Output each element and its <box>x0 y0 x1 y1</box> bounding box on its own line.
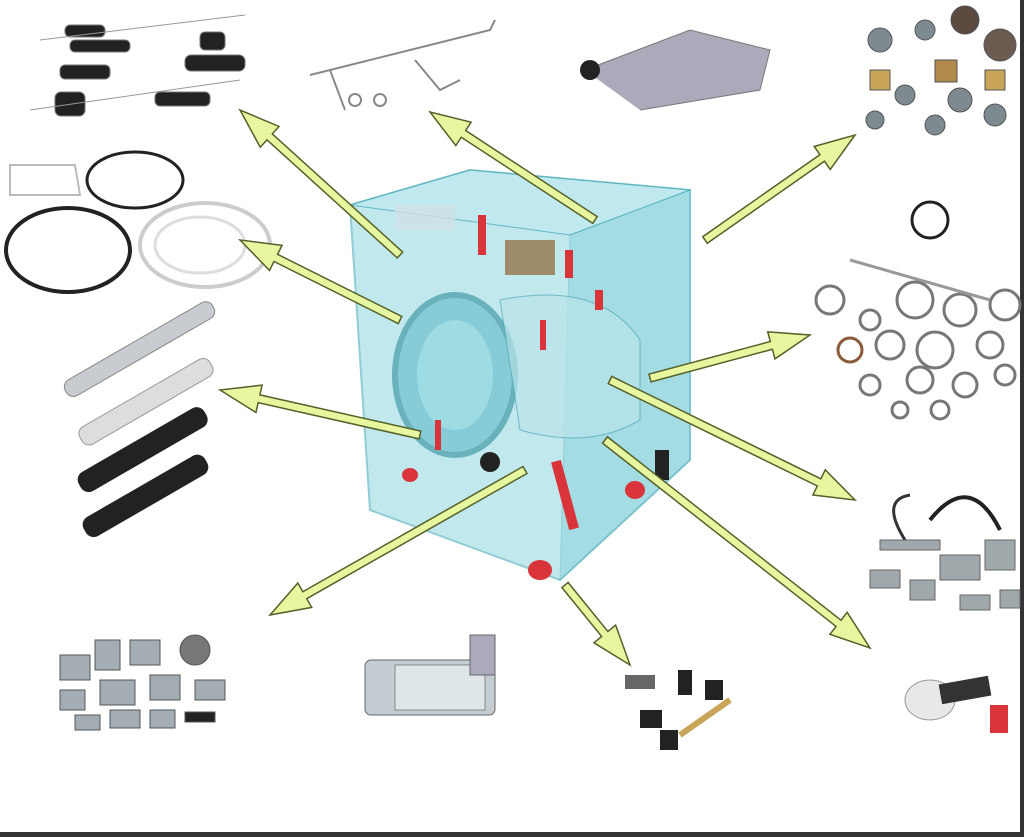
hinges-brackets <box>59 634 226 731</box>
tension-springs <box>29 14 246 117</box>
belts-rings <box>4 150 272 294</box>
door-hinge <box>364 634 496 716</box>
red-parts <box>402 215 645 580</box>
counterweight <box>505 240 555 275</box>
arrow-to-wire-rods <box>428 110 599 225</box>
pump <box>655 450 669 480</box>
door-glass <box>417 320 493 430</box>
adjustable-feet <box>625 670 732 750</box>
arrow-to-adjustable-feet <box>560 581 632 667</box>
motor-part <box>480 452 500 472</box>
wire-rods <box>309 19 496 111</box>
arrow-to-hose-clamps <box>648 331 813 383</box>
arrow-to-shock-absorbers <box>217 384 422 440</box>
arrow-to-bearing-assembly <box>601 435 872 650</box>
arrow-to-fasteners-nuts <box>701 133 857 245</box>
brackets-clips <box>869 493 1021 611</box>
bearing-assembly <box>904 675 1008 733</box>
control-panel <box>395 205 455 230</box>
arrow-to-hinges-brackets <box>268 465 528 617</box>
arrows <box>217 108 872 667</box>
hose-clamps <box>814 200 1022 421</box>
drum <box>499 294 641 439</box>
shock-absorbers <box>63 301 216 538</box>
washing-machine-cutaway <box>348 168 691 582</box>
arrow-to-belts-rings <box>237 238 403 325</box>
door-lock-lever <box>580 29 771 111</box>
arrow-to-brackets-clips <box>607 375 858 501</box>
arrow-to-tension-springs <box>238 108 404 260</box>
fasteners-nuts <box>865 5 1017 136</box>
